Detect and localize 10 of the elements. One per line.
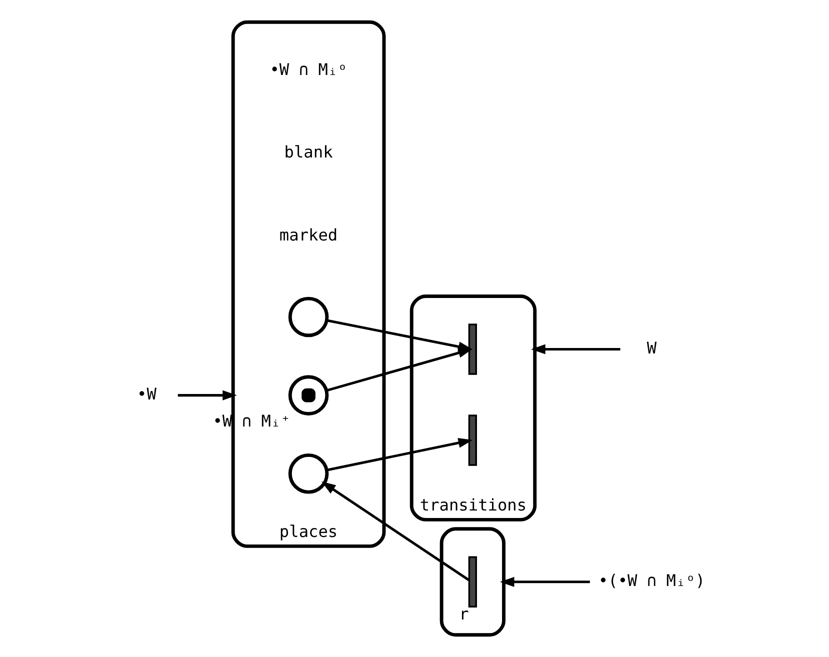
node-label: r [459, 604, 469, 624]
label: •W ∩ Mᵢᵒ [270, 60, 348, 79]
node-label: places [279, 522, 338, 542]
label: blank [284, 142, 333, 162]
node-label: transitions [420, 496, 527, 515]
label: marked [279, 226, 338, 245]
node-label: •W ∩ Mᵢ⁺ [212, 412, 290, 431]
node-text: W [646, 338, 657, 358]
node-text: •W [137, 384, 156, 404]
node-text: •(•W ∩ Mᵢᵒ) [598, 571, 706, 590]
